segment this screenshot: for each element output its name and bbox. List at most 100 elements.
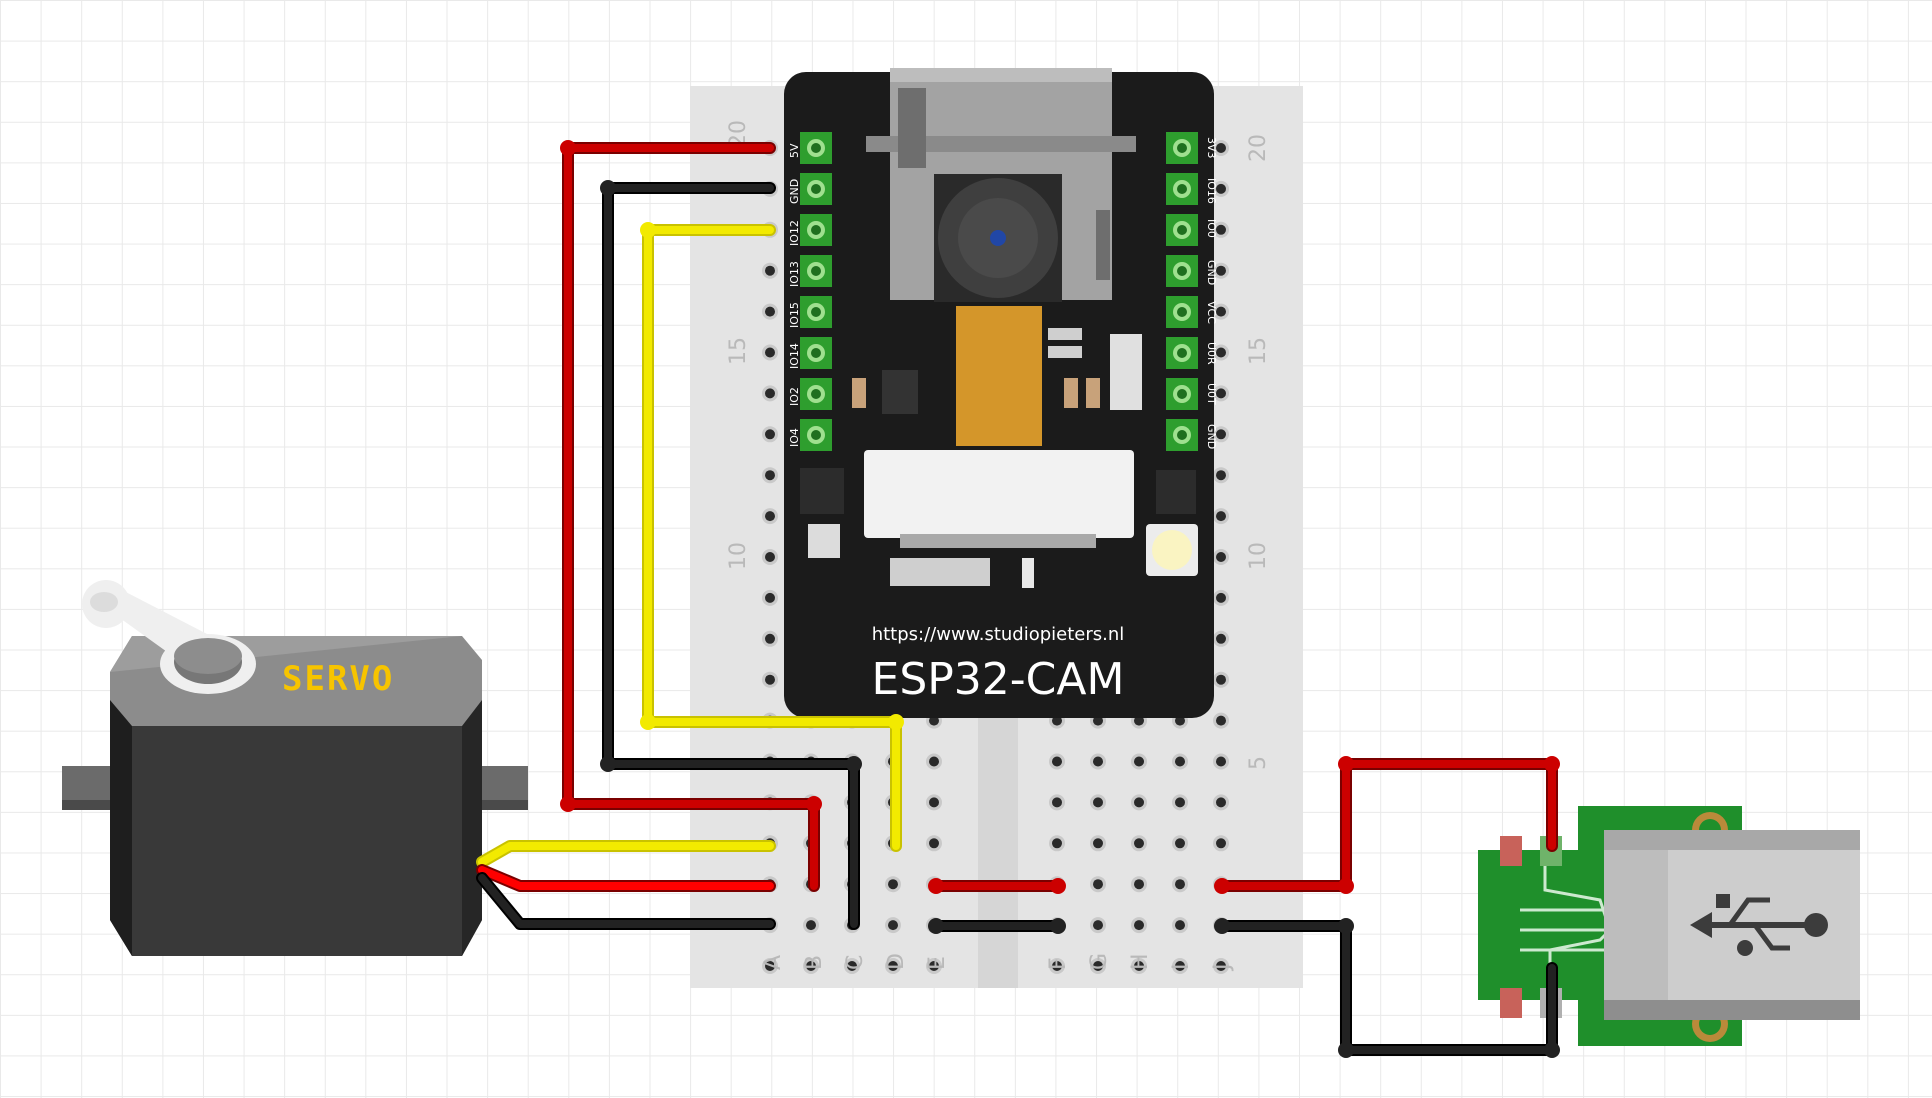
breadboard-hole-center <box>888 961 898 971</box>
row-number-15-left: 15 <box>726 337 751 365</box>
servo-motor: SERVO <box>62 580 528 956</box>
breadboard-hole-center <box>888 879 898 890</box>
breadboard-hole-center <box>765 511 775 522</box>
wire-joints <box>560 140 1560 1058</box>
usb-icon <box>1690 894 1828 956</box>
column-letter-g: G <box>1087 953 1112 970</box>
wire-joint <box>560 796 576 812</box>
row-number-20-right: 20 <box>1246 134 1271 162</box>
row-number-15-right: 15 <box>1246 337 1271 365</box>
breadboard-hole-center <box>1134 838 1144 849</box>
breadboard-hole-center <box>1216 265 1226 276</box>
pin-label-io12: IO12 <box>788 220 801 246</box>
breadboard-hole-center <box>806 920 816 931</box>
breadboard-hole-center <box>929 715 939 726</box>
pin-label-3v3: 3V3 <box>1205 137 1218 159</box>
pin-label-io0: IO0 <box>1205 219 1218 238</box>
pin-label-gnd-left: GND <box>788 179 801 204</box>
header-pin-hole <box>1177 348 1187 358</box>
breadboard-hole-center <box>1216 715 1226 726</box>
wire-joint <box>1544 1042 1560 1058</box>
wire-joint <box>888 714 904 730</box>
breadboard-hole-center <box>1052 715 1062 726</box>
pin-label-gnd-right-2: GND <box>1205 424 1218 449</box>
breadboard-hole-center <box>1216 183 1226 194</box>
breadboard-hole-center <box>1134 715 1144 726</box>
wire-joint <box>1338 918 1354 934</box>
header-pin-hole <box>1177 307 1187 317</box>
board-title: ESP32-CAM <box>872 654 1125 705</box>
breadboard-hole-center <box>765 265 775 276</box>
breadboard-hole-center <box>1216 429 1226 440</box>
breadboard-hole-center <box>1175 920 1185 931</box>
pin-label-io16: IO16 <box>1205 178 1218 204</box>
header-pin-hole <box>1177 184 1187 194</box>
breadboard-hole-center <box>1175 797 1185 808</box>
wire-servo-ground <box>476 872 776 930</box>
breadboard-hole-center <box>1093 715 1103 726</box>
breadboard-hole-center <box>1052 961 1062 971</box>
camera-module <box>934 174 1062 446</box>
breadboard-hole-center <box>1216 592 1226 603</box>
wire-joint <box>806 796 822 812</box>
breadboard-hole-center <box>929 797 939 808</box>
breadboard-hole-center <box>1134 879 1144 890</box>
pin-label-io2: IO2 <box>788 387 801 406</box>
breadboard-hole-center <box>765 633 775 644</box>
header-pin-hole <box>1177 225 1187 235</box>
breadboard-hole-center <box>929 961 939 971</box>
pin-label-io14: IO14 <box>788 343 801 369</box>
pin-label-u0r: U0R <box>1205 342 1218 365</box>
breadboard-hole-center <box>1175 838 1185 849</box>
column-letter-f: F <box>1046 957 1071 970</box>
row-number-10-left: 10 <box>726 542 751 570</box>
breadboard-hole-center <box>1216 756 1226 767</box>
breadboard-hole-center <box>765 470 775 481</box>
breadboard-hole-center <box>1216 633 1226 644</box>
board-url: https://www.studiopieters.nl <box>872 624 1125 645</box>
breadboard-hole-center <box>1134 920 1144 931</box>
wires <box>476 140 1560 1058</box>
header-pin-hole <box>811 225 821 235</box>
breadboard-hole-center <box>1216 470 1226 481</box>
column-letter-j: J <box>1210 964 1235 973</box>
header-pin-hole <box>811 389 821 399</box>
breadboard-hole-center <box>765 388 775 399</box>
breadboard-hole-center <box>765 429 775 440</box>
wire-joint <box>1214 918 1230 934</box>
breadboard-hole-center <box>765 552 775 562</box>
breadboard-hole-center <box>1093 756 1103 767</box>
breadboard-hole-center <box>1093 961 1103 971</box>
column-letter-h: H <box>1128 953 1153 970</box>
breadboard-hole-center <box>765 592 775 603</box>
breadboard-hole-center <box>1216 511 1226 522</box>
header-pin-hole <box>1177 143 1187 153</box>
breadboard-hole-center <box>929 838 939 849</box>
breadboard-hole-center <box>765 347 775 358</box>
header-pin-hole <box>811 307 821 317</box>
breadboard-hole-center <box>765 961 775 971</box>
wire-joint <box>640 222 656 238</box>
header-pin-hole <box>811 348 821 358</box>
breadboard-hole-center <box>1134 797 1144 808</box>
breadboard-hole-center <box>1175 879 1185 890</box>
column-letter-a: A <box>761 955 786 970</box>
breadboard-hole-center <box>1052 797 1062 808</box>
header-pin-hole <box>811 143 821 153</box>
column-letter-c: C <box>843 955 868 970</box>
header-pins <box>800 132 1198 451</box>
header-pin-hole <box>1177 389 1187 399</box>
column-letter-e: E <box>925 956 950 970</box>
header-pin-hole <box>1177 430 1187 440</box>
breadboard-hole-center <box>1216 674 1226 685</box>
breadboard-hole-center <box>1093 879 1103 890</box>
breadboard-hole-center <box>1216 552 1226 562</box>
row-number-10-right: 10 <box>1246 542 1271 570</box>
breadboard-hole-center <box>1052 838 1062 849</box>
breadboard-hole-center <box>1134 961 1144 971</box>
header-pin-hole <box>811 430 821 440</box>
pin-label-gnd-right-1: GND <box>1205 260 1218 285</box>
wire-joint <box>1544 756 1560 772</box>
breadboard-hole-center <box>1052 756 1062 767</box>
